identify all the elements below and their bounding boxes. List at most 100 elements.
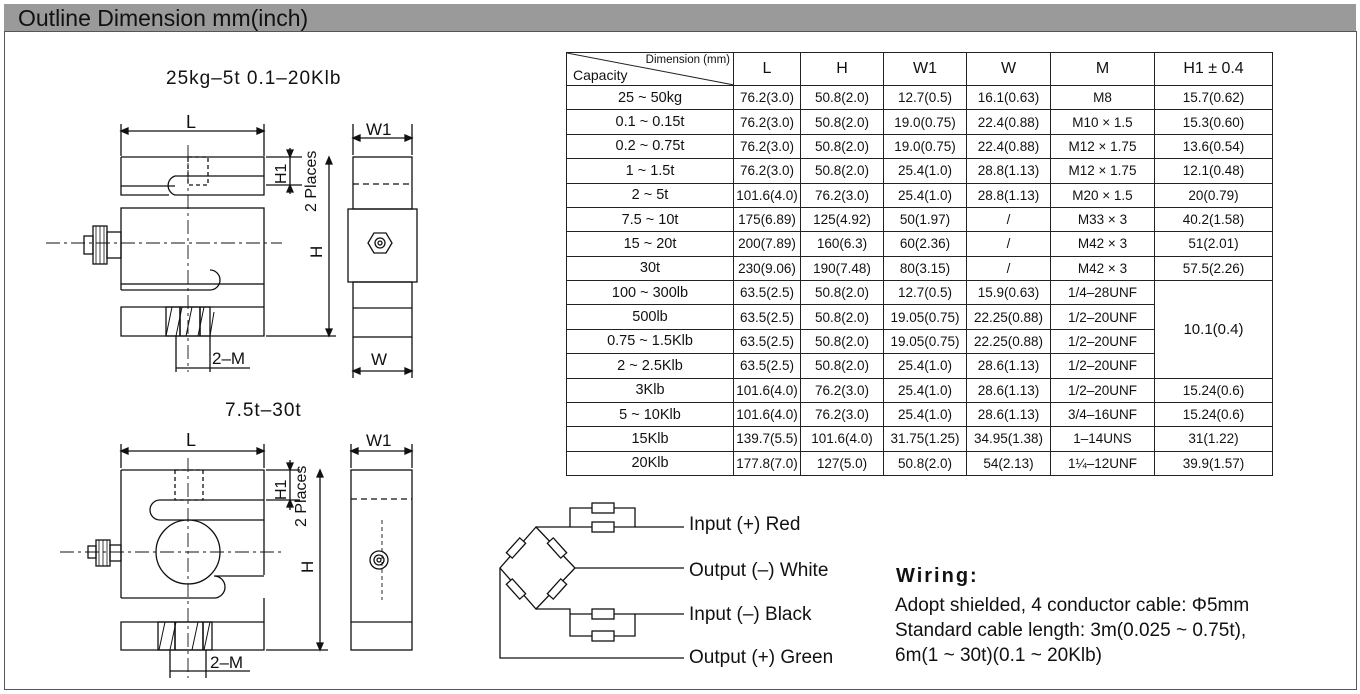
capacity-cell: 20Klb [566,450,734,477]
value-cell: 1/2–20UNF [1050,328,1155,355]
value-cell: 160(6.3) [800,231,884,257]
top-label-2places: 2 Places [303,151,320,212]
bottom-label-H1: H1 [273,479,290,500]
capacity-cell: 25 ~ 50kg [566,84,734,111]
value-cell: 76.2(3.0) [800,182,884,208]
value-cell: 50.8(2.0) [800,353,884,379]
value-cell: 139.7(5.5) [733,426,801,452]
value-cell: 175(6.89) [733,206,801,233]
page-title: Outline Dimension mm(inch) [18,5,309,31]
corner-dimension-label: Dimension (mm) [645,54,730,66]
wire-output-negative: Output (–) White [689,560,829,581]
capacity-cell: 1 ~ 1.5t [566,158,734,184]
value-cell: 1/2–20UNF [1050,353,1155,379]
table-header-row: Dimension (mm) Capacity L H W1 W M H1 ± … [566,52,1273,86]
value-cell: 34.95(1.38) [966,426,1051,452]
value-cell: 50.8(2.0) [800,304,884,330]
value-cell: 12.1(0.48) [1154,158,1273,184]
value-cell: 22.25(0.88) [966,304,1051,330]
value-cell: 76.2(3.0) [800,377,884,403]
wiring-title: Wiring: [896,565,979,587]
bottom-front-view [60,444,328,678]
value-cell: 50.8(2.0) [800,158,884,184]
value-cell: 63.5(2.5) [733,353,801,379]
value-cell: 28.8(1.13) [966,158,1051,184]
value-cell: 25.4(1.0) [883,353,967,379]
value-cell: 76.2(3.0) [733,109,801,135]
value-cell: 16.1(0.63) [966,84,1051,111]
value-cell: 177.8(7.0) [733,450,801,477]
capacity-cell: 100 ~ 300lb [566,279,734,306]
top-label-L: L [186,112,196,132]
value-cell: 25.4(1.0) [883,158,967,184]
value-cell: 39.9(1.57) [1154,450,1273,477]
value-cell: 200(7.89) [733,231,801,257]
value-cell: M12 × 1.75 [1050,133,1155,160]
content-frame [4,31,1357,690]
value-cell: 19.0(0.75) [883,109,967,135]
capacity-cell: 0.2 ~ 0.75t [566,133,734,160]
merged-h1-cell: 10.1(0.4) [1154,280,1273,379]
value-cell: 15.9(0.63) [966,279,1051,306]
value-cell: 3/4–16UNF [1050,401,1155,428]
header-M: M [1050,52,1155,86]
value-cell: 51(2.01) [1154,231,1273,257]
value-cell: 190(7.48) [800,255,884,282]
value-cell: 15.3(0.60) [1154,109,1273,135]
value-cell: 50.8(2.0) [800,279,884,306]
value-cell: 76.2(3.0) [733,133,801,160]
value-cell: 25.4(1.0) [883,401,967,428]
value-cell: 22.25(0.88) [966,328,1051,355]
wiring-line-2: Standard cable length: 3m(0.025 ~ 0.75t)… [895,620,1247,641]
value-cell: 76.2(3.0) [733,84,801,111]
wire-input-positive: Input (+) Red [689,514,801,535]
value-cell: 40.2(1.58) [1154,206,1273,233]
table-corner-cell: Dimension (mm) Capacity [566,52,734,86]
value-cell: 57.5(2.26) [1154,255,1273,282]
capacity-cell: 2 ~ 2.5Klb [566,353,734,379]
top-label-H: H [307,246,326,258]
top-label-2M: 2–M [212,349,245,368]
value-cell: 101.6(4.0) [733,377,801,403]
value-cell: 19.05(0.75) [883,328,967,355]
value-cell: 101.6(4.0) [800,426,884,452]
bottom-label-W1: W1 [366,431,392,450]
value-cell: 25.4(1.0) [883,182,967,208]
capacity-cell: 5 ~ 10Klb [566,401,734,428]
capacity-cell: 2 ~ 5t [566,182,734,208]
value-cell: 19.0(0.75) [883,133,967,160]
capacity-cell: 7.5 ~ 10t [566,206,734,233]
value-cell: M20 × 1.5 [1050,182,1155,208]
value-cell: 28.6(1.13) [966,353,1051,379]
value-cell: 15.24(0.6) [1154,377,1273,403]
value-cell: 15.24(0.6) [1154,401,1273,428]
bottom-side-view [349,444,414,651]
outline-drawings: L W1 H1 2 Places H W 2–M L W1 H1 2 Place… [46,112,418,678]
value-cell: M42 × 3 [1050,231,1155,257]
value-cell: 22.4(0.88) [966,133,1051,160]
value-cell: 31.75(1.25) [883,426,967,452]
dimension-table: Dimension (mm) Capacity L H W1 W M H1 ± … [566,52,1273,477]
value-cell: 50.8(2.0) [800,133,884,160]
bottom-label-2places: 2 Places [293,466,310,527]
top-label-W1: W1 [366,120,392,139]
value-cell: / [966,255,1051,282]
title-bar: Outline Dimension mm(inch) [4,4,1356,32]
top-side-view [347,124,418,378]
value-cell: 1–14UNS [1050,426,1155,452]
value-cell: 127(5.0) [800,450,884,477]
header-W1: W1 [883,52,967,86]
value-cell: / [966,206,1051,233]
value-cell: 76.2(3.0) [800,401,884,428]
